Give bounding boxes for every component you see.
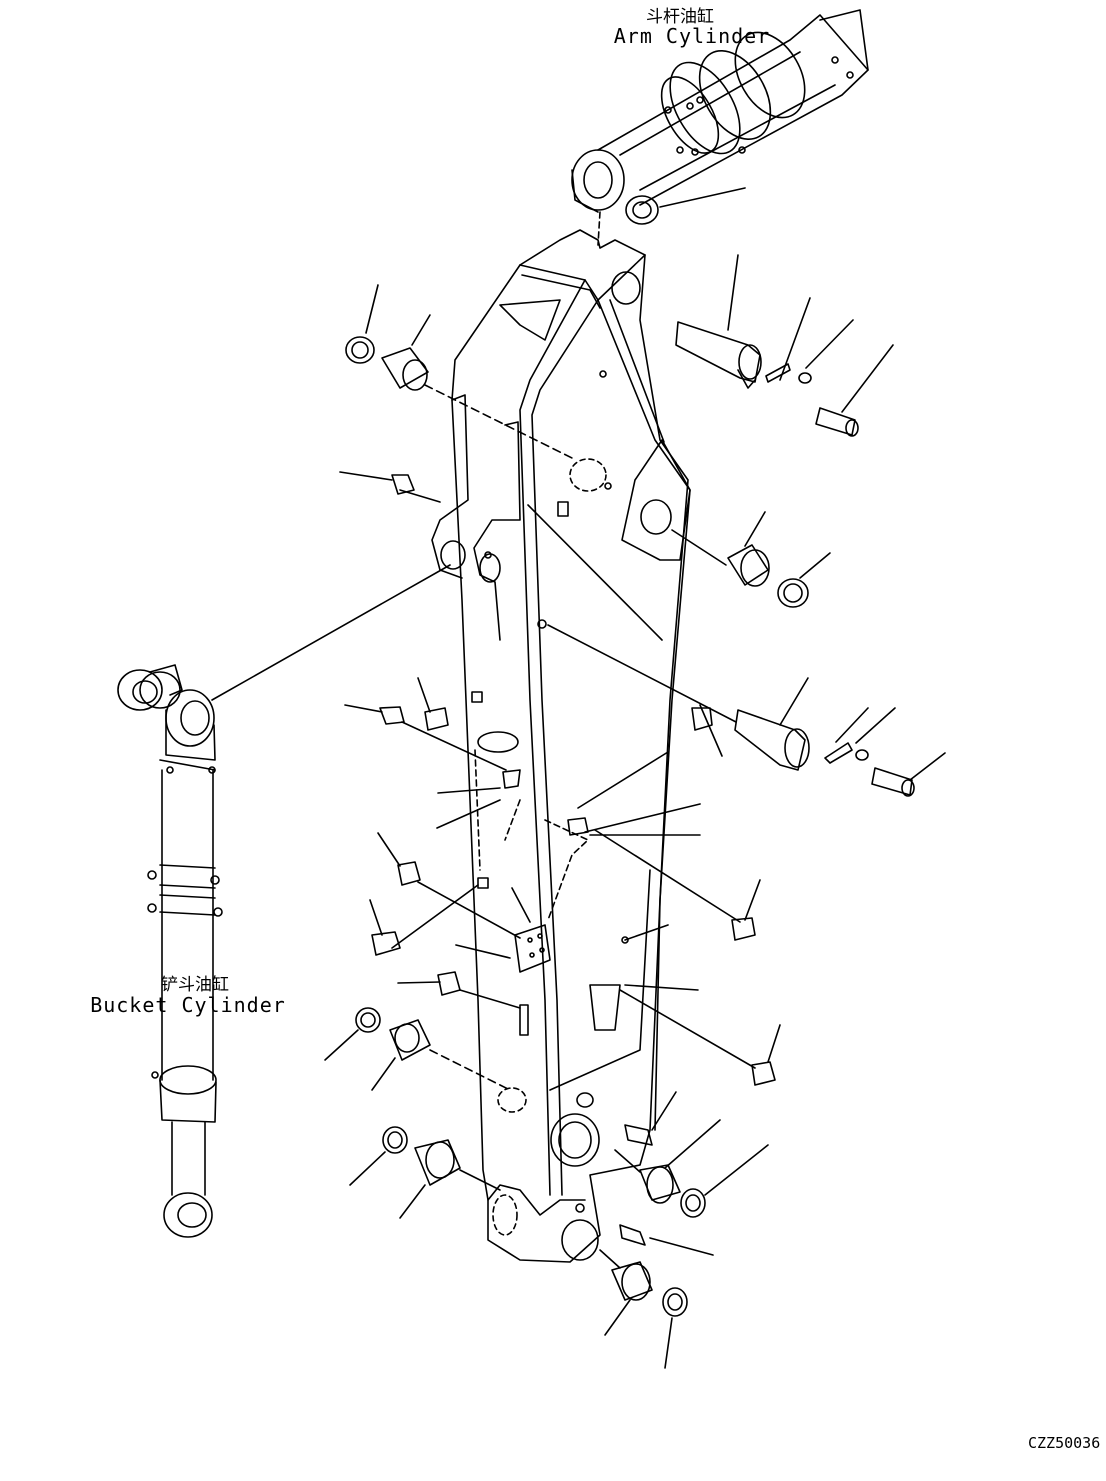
bucket-cylinder [118,565,450,1237]
arm-cylinder [572,10,868,245]
bucket-cylinder-label-en: Bucket Cylinder [90,993,286,1017]
washer-icon [626,196,658,224]
drawing-code: CZZ50036 [1028,1434,1101,1452]
arm-cylinder-label-cn: 斗杆油缸 [646,7,714,27]
bushing-icon [382,348,428,388]
pin-icon [676,322,760,382]
arm-cylinder-label-en: Arm Cylinder [613,24,771,48]
seal-icon [346,337,374,363]
bucket-cylinder-label-cn: 铲斗油缸 [161,975,229,995]
arm-body [432,230,690,1262]
